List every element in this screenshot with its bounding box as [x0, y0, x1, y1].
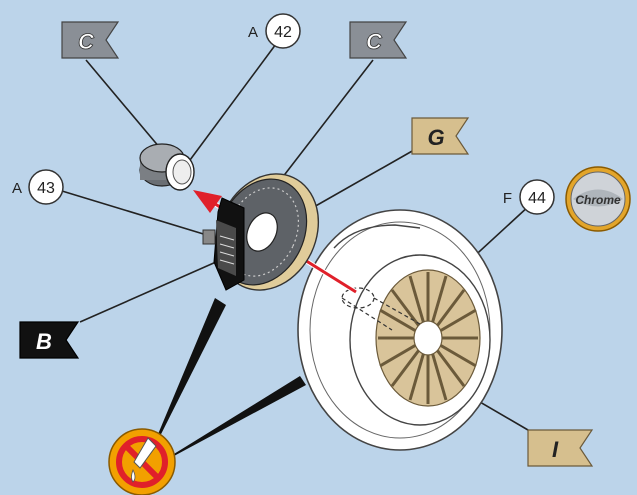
- flag-c-label: C: [78, 29, 95, 54]
- svg-text:F: F: [503, 190, 512, 207]
- callout-part-44: F 44: [503, 179, 555, 215]
- svg-text:A: A: [12, 180, 22, 197]
- warning-pointer-2: [148, 376, 306, 470]
- flag-c-top-right: C: [349, 21, 408, 59]
- svg-text:C: C: [366, 29, 383, 54]
- wheel-rim: [297, 209, 503, 451]
- svg-text:Chrome: Chrome: [575, 193, 621, 207]
- flag-g: G: [411, 117, 470, 155]
- svg-text:44: 44: [528, 190, 546, 207]
- callout-part-42: A 42: [248, 13, 301, 49]
- svg-text:42: 42: [274, 24, 292, 41]
- svg-text:I: I: [552, 437, 559, 462]
- callout-part-43: A 43: [12, 169, 64, 205]
- flag-i: I: [527, 429, 594, 467]
- svg-text:A: A: [248, 24, 258, 41]
- brake-caliper: [202, 197, 245, 291]
- flag-c-top-left: C: [61, 21, 120, 59]
- svg-text:B: B: [36, 329, 52, 354]
- flag-b: B: [19, 321, 80, 359]
- svg-text:G: G: [427, 125, 444, 150]
- chrome-finish-badge-icon: Chrome: [565, 166, 631, 232]
- svg-text:43: 43: [37, 180, 55, 197]
- warning-pointer-1: [143, 298, 226, 470]
- no-lubricant-warning-icon: [108, 428, 176, 495]
- hub-cap: [139, 143, 195, 191]
